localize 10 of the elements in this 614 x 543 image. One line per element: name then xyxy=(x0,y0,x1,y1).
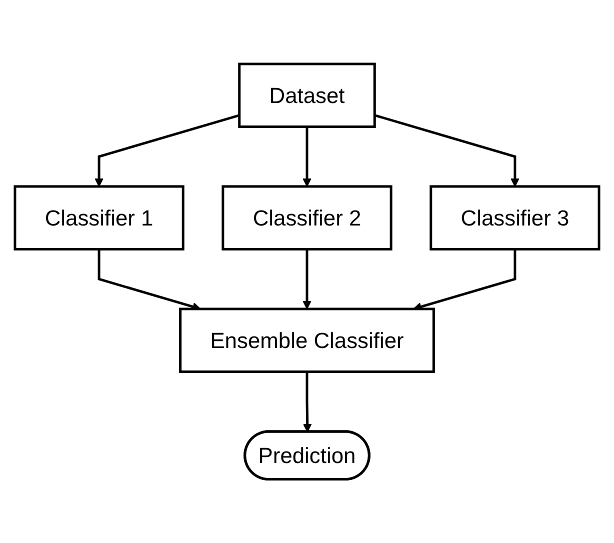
node-box: Dataset xyxy=(238,62,376,128)
arrow xyxy=(302,372,312,432)
node-box: Classifier 2 xyxy=(222,185,392,250)
arrow xyxy=(94,114,240,187)
node-box: Ensemble Classifier xyxy=(179,308,435,373)
arrow xyxy=(302,249,312,310)
arrow xyxy=(302,126,312,187)
arrow xyxy=(374,114,520,187)
node-box: Classifier 1 xyxy=(14,185,184,250)
node-box: Classifier 3 xyxy=(430,185,600,250)
